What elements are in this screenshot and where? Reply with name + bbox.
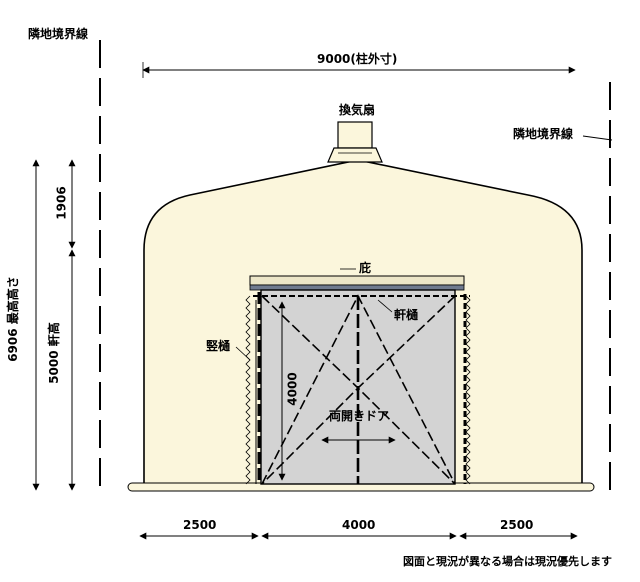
downspout-curtain-right (465, 295, 471, 485)
canopy-label: 庇 (359, 261, 372, 275)
vent-fan-box (337, 121, 373, 149)
max-height-label: 6906 最高高さ (5, 276, 20, 362)
boundary-leader-right (582, 135, 613, 141)
gutter-leader (377, 299, 393, 313)
eaves-height-label: 5000 軒高 (46, 322, 61, 384)
dim-right-label: 2500 (500, 518, 534, 532)
downspout-curtain-left (245, 295, 251, 485)
canopy-underside (249, 284, 465, 291)
roof-rise-label: 1906 (54, 186, 69, 220)
vent-fan-base (327, 147, 383, 163)
overall-width-label: 9000(柱外寸) (317, 52, 398, 66)
dim-left-label: 2500 (183, 518, 217, 532)
gutter-label: 軒樋 (394, 308, 419, 322)
door-label: 両開きドア (329, 409, 390, 423)
door-height-label: 4000 (285, 372, 300, 406)
boundary-label-left: 隣地境界線 (28, 27, 89, 41)
vent-fan-label: 換気扇 (339, 103, 376, 117)
note-text: 図面と現況が異なる場合は現況優先します (403, 555, 612, 568)
downspout-label: 竪樋 (206, 339, 231, 353)
canopy (249, 275, 465, 286)
dim-center-label: 4000 (342, 518, 376, 532)
boundary-label-right: 隣地境界線 (513, 127, 574, 141)
downspout-leader (235, 346, 251, 361)
